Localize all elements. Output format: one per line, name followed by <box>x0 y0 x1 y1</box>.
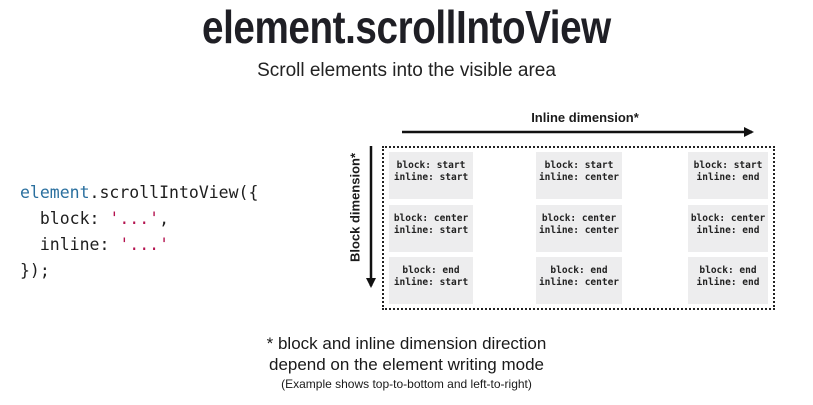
cell-block-value: block: start <box>544 160 614 171</box>
cell-block-value: block: start <box>693 160 763 171</box>
cell-block-value: block: center <box>690 213 766 224</box>
code-object: element <box>20 183 90 202</box>
code-block-value: '...' <box>109 209 160 228</box>
code-method: .scrollIntoView({ <box>89 183 259 202</box>
code-block-comma: , <box>159 209 170 228</box>
cell-inline-value: inline: start <box>393 172 469 183</box>
viewport-frame <box>382 146 775 310</box>
code-block-key: block: <box>20 209 110 228</box>
cell-inline-value: inline: end <box>696 225 760 236</box>
cell-block-value: block: end <box>699 265 757 276</box>
code-snippet: element.scrollIntoView({ block: '...', i… <box>20 180 258 284</box>
cell-inline-value: inline: end <box>696 172 760 183</box>
cell-block-value: block: center <box>393 213 469 224</box>
cell-inline-value: inline: center <box>538 225 620 236</box>
footnote-line-1: * block and inline dimension direction <box>266 334 547 353</box>
page-title: element.scrollIntoView <box>202 1 611 53</box>
cell-inline-value: inline: start <box>393 225 469 236</box>
footnote-line-3: (Example shows top-to-bottom and left-to… <box>281 377 532 391</box>
cell-block-value: block: center <box>541 213 617 224</box>
code-inline-key: inline: <box>20 235 120 254</box>
cell-block-value: block: end <box>402 265 460 276</box>
footnote-line-2: depend on the element writing mode <box>268 355 544 374</box>
page-subtitle: Scroll elements into the visible area <box>257 60 556 81</box>
code-inline-value: '...' <box>119 235 170 254</box>
inline-dimension-label: Inline dimension* <box>531 110 639 125</box>
cell-inline-value: inline: start <box>393 277 469 288</box>
code-close: }); <box>20 261 50 280</box>
cell-block-value: block: start <box>396 160 466 171</box>
cell-block-value: block: end <box>550 265 608 276</box>
cell-inline-value: inline: center <box>538 277 620 288</box>
cell-inline-value: inline: center <box>538 172 620 183</box>
cell-inline-value: inline: end <box>696 277 760 288</box>
